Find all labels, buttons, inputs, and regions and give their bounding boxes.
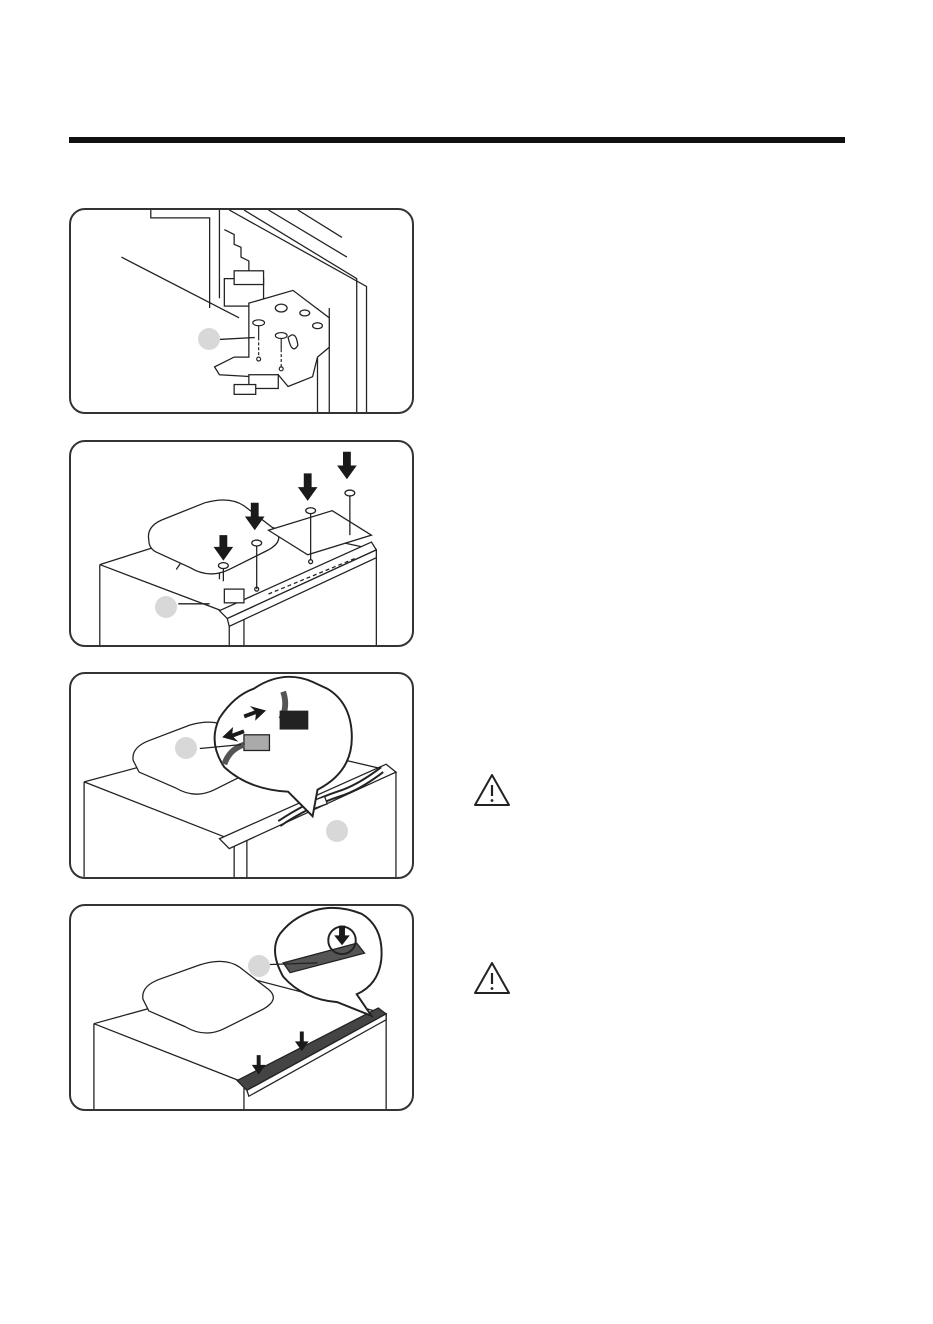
warning-triangle-icon: [472, 772, 512, 808]
warning-triangle-icon: [472, 960, 512, 996]
step-1-callout-badge: [198, 328, 220, 350]
step-3-callout-badge-2: [326, 820, 348, 842]
step-3-callout-badge-1: [175, 737, 197, 759]
step-1-illustration: [69, 208, 414, 414]
step-3-illustration: [69, 672, 414, 879]
header-rule: [69, 137, 845, 143]
step-2-callout-badge: [155, 596, 177, 618]
step-4-illustration: [69, 904, 414, 1111]
step-2-illustration: [69, 440, 414, 647]
step-4-callout-badge: [248, 955, 270, 977]
